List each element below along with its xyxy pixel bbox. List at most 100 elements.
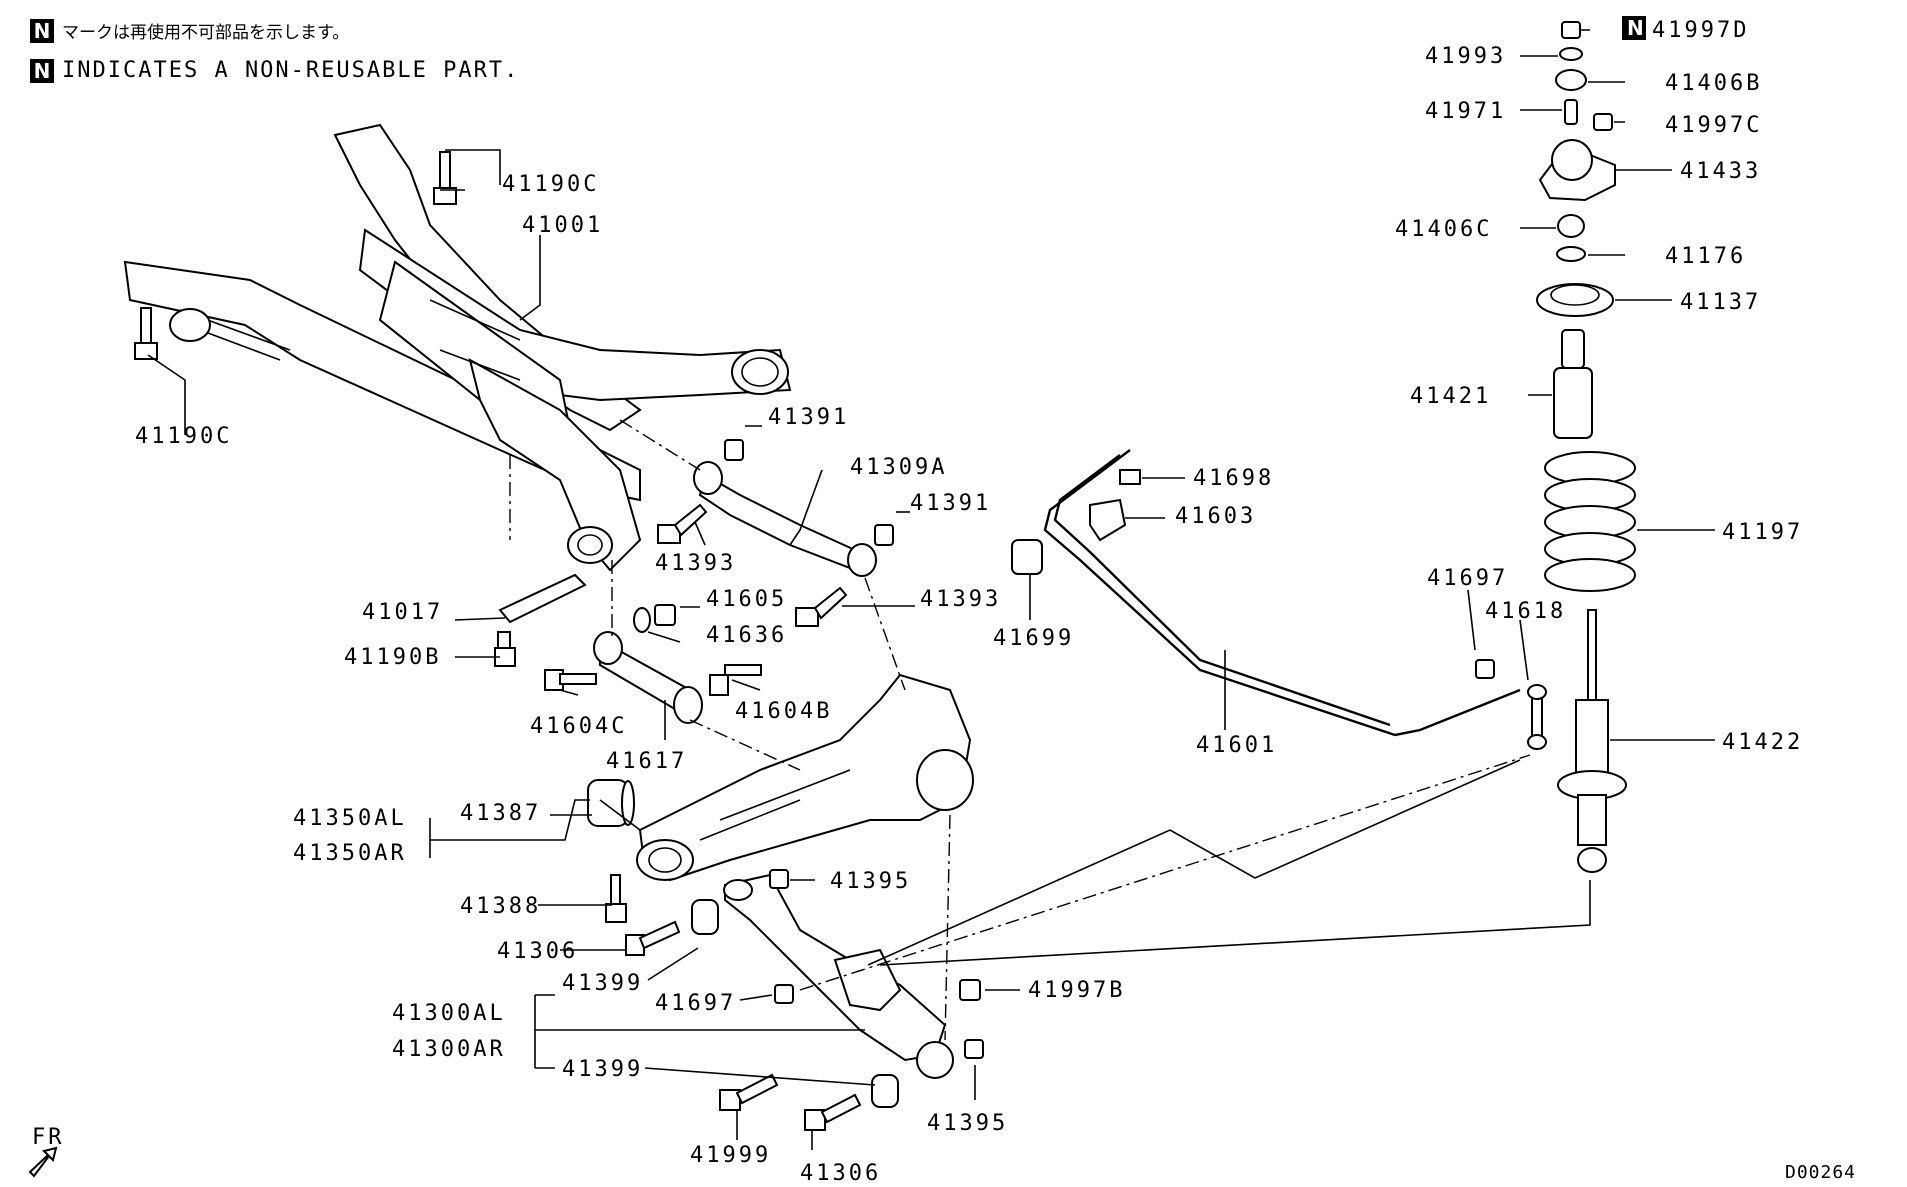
label-41698: 41698 [1193, 466, 1274, 491]
stabilizer-bar-41601 [1043, 449, 1521, 737]
diagram-id: D00264 [1785, 1162, 1856, 1183]
shock-absorber-41422 [1557, 609, 1627, 873]
label-41421: 41421 [1410, 384, 1491, 409]
nut-41391-b [874, 524, 894, 546]
washer-41993 [1559, 47, 1583, 61]
nut-41697-a [774, 984, 794, 1004]
label-41605: 41605 [706, 587, 787, 612]
label-41309A: 41309A [850, 455, 947, 480]
label-41433: 41433 [1680, 159, 1761, 184]
assembly-lines [509, 419, 1531, 1041]
bracket-41603 [1089, 498, 1127, 542]
bolt-41999 [719, 1073, 779, 1111]
label-41617: 41617 [606, 749, 687, 774]
bushing-41399-a [691, 899, 719, 935]
bushing-41406C [1557, 214, 1585, 238]
bolt-41190C-left [134, 307, 158, 360]
label-41971: 41971 [1425, 99, 1506, 124]
label-41399: 41399 [562, 1057, 643, 1082]
label-41387: 41387 [460, 801, 541, 826]
nut-41395-a [769, 869, 789, 889]
bolt-41393-b [795, 586, 848, 627]
zigzag-line [867, 759, 1521, 966]
bushing-41399-b [871, 1074, 899, 1108]
fr-label: FR [32, 1125, 65, 1150]
lower-arm-41300 [723, 873, 954, 1079]
bolt-41604B [709, 664, 762, 696]
label-41997D: 41997D [1652, 18, 1749, 43]
label-41197: 41197 [1722, 520, 1803, 545]
washer-41176 [1556, 246, 1586, 262]
leader-lines [147, 29, 1715, 1150]
label-41604C: 41604C [530, 714, 627, 739]
bump-stop-41421 [1553, 329, 1593, 439]
crossmember [123, 123, 792, 572]
bolt-41698 [1119, 469, 1141, 485]
label-41176: 41176 [1665, 244, 1746, 269]
label-41697: 41697 [1427, 566, 1508, 591]
label-41350AR: 41350AR [293, 841, 407, 866]
label-41997C: 41997C [1665, 113, 1762, 138]
spring-seat-41137 [1536, 283, 1614, 317]
note-japanese-text: マークは再使用不可部品を示します。 [62, 23, 350, 43]
bolt-41190B [494, 631, 516, 667]
label-41406B: 41406B [1665, 71, 1762, 96]
non-reusable-badge-41997D: N [1622, 16, 1646, 40]
fr-direction-arrow: FR [28, 1125, 65, 1178]
label-41399: 41399 [562, 971, 643, 996]
label-41618: 41618 [1485, 599, 1566, 624]
badge-letter: N [1627, 16, 1644, 40]
label-41393: 41393 [655, 551, 736, 576]
label-41350AL: 41350AL [293, 806, 407, 831]
nut-41391-a [724, 439, 744, 461]
label-41603: 41603 [1175, 504, 1256, 529]
label-41300AR: 41300AR [392, 1037, 506, 1062]
non-reusable-badge: N [30, 18, 54, 43]
plate-41017 [498, 573, 587, 624]
nut-41395-b [964, 1039, 984, 1059]
nut-41697-b [1475, 659, 1495, 679]
note-english-text: INDICATES A NON-REUSABLE PART. [62, 58, 520, 83]
part-labels: 41190C 41001 41190C 41391 41309A 41391 4… [135, 18, 1803, 1186]
coil-spring-41197 [1544, 451, 1636, 592]
label-41190C: 41190C [502, 172, 599, 197]
label-41190B: 41190B [344, 645, 441, 670]
label-41001: 41001 [522, 213, 603, 238]
label-41997B: 41997B [1028, 978, 1125, 1003]
bolt-41604C [544, 669, 597, 691]
label-41393: 41393 [920, 587, 1001, 612]
label-41406C: 41406C [1395, 217, 1492, 242]
bolt-41306-a [625, 920, 681, 956]
nut-41605 [654, 604, 676, 626]
bolt-41388 [605, 874, 627, 923]
mount-41433 [1538, 139, 1616, 202]
label-41636: 41636 [706, 623, 787, 648]
non-reusable-badge: N [30, 58, 54, 83]
shock-to-arm-line [879, 880, 1591, 966]
bolt-41190C-top [433, 151, 457, 205]
label-41697: 41697 [655, 991, 736, 1016]
bolt-41393-a [657, 503, 708, 544]
bushing-41406B [1555, 69, 1587, 91]
label-41604B: 41604B [735, 699, 832, 724]
label-41300AL: 41300AL [392, 1001, 506, 1026]
label-41601: 41601 [1196, 733, 1277, 758]
washer-41636 [633, 607, 651, 633]
nut-41997C [1593, 113, 1613, 131]
nut-41997D [1561, 21, 1581, 39]
label-41137: 41137 [1680, 290, 1761, 315]
note-english: N INDICATES A NON-REUSABLE PART. [30, 58, 519, 83]
bushing-41699 [1011, 539, 1043, 575]
bolt-41306-b [804, 1093, 862, 1131]
knuckle-41350 [636, 673, 974, 882]
link-41617 [593, 631, 703, 724]
bushing-41387 [587, 779, 635, 827]
label-41999: 41999 [690, 1143, 771, 1168]
nut-41997B [959, 979, 981, 1001]
label-41391: 41391 [768, 405, 849, 430]
link-41618 [1527, 684, 1547, 750]
label-41190C: 41190C [135, 424, 232, 449]
label-41306: 41306 [497, 939, 578, 964]
label-41391: 41391 [910, 491, 991, 516]
